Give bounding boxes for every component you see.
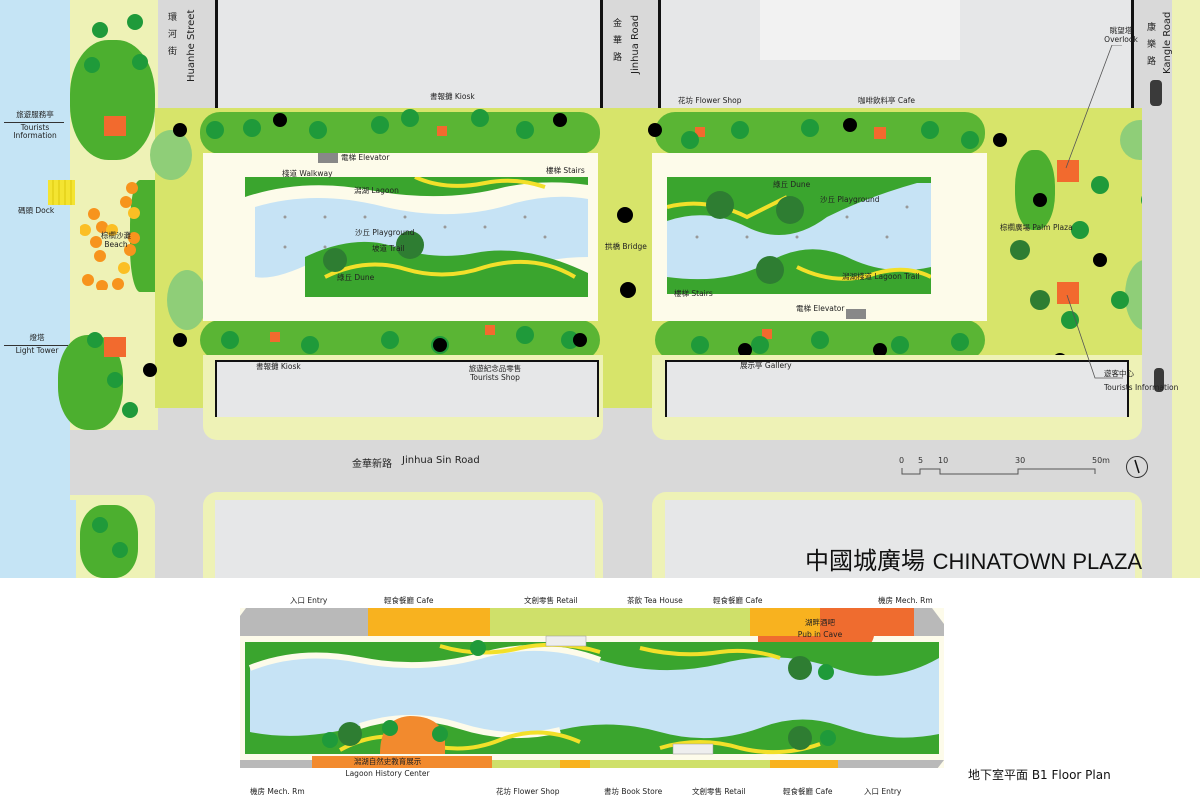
label-dock: 碼頭 Dock <box>18 206 55 215</box>
label-kiosk-north: 書報攤 Kiosk <box>430 92 475 101</box>
overlook-leader-line <box>1064 45 1124 170</box>
tree-strip-south-west <box>200 320 600 360</box>
b1-top-label: 文創零售 Retail <box>524 596 578 605</box>
label-elevator-east: 電梯 Elevator <box>796 304 845 313</box>
road-label-huanhe-en: Huanhe Street <box>186 9 197 82</box>
label-stairs-west: 樓梯 Stairs <box>546 166 585 175</box>
b1-bottom-label: 花坊 Flower Shop <box>496 787 560 796</box>
scale-tick-50: 50m <box>1092 456 1110 465</box>
label-bridge: 拱橋 Bridge <box>605 242 647 251</box>
label-gallery: 展示亭 Gallery <box>740 361 792 370</box>
river <box>0 0 70 578</box>
label-dune-west: 綠丘 Dune <box>337 273 375 282</box>
road-label-jinhua: 金華路 <box>613 19 623 63</box>
scale-bar: 0 5 10 30 50m <box>898 455 1113 485</box>
b1-top-label: 茶飲 Tea House <box>627 596 683 605</box>
road-label-kangle: 康樂路 <box>1147 23 1157 67</box>
label-stairs-east: 樓梯 Stairs <box>674 289 713 298</box>
tourists-shop-roof <box>485 325 495 335</box>
label-lagoon: 潟湖 Lagoon <box>354 186 399 195</box>
north-arrow-icon <box>1126 456 1148 478</box>
park-light-lawn-2 <box>167 270 207 330</box>
building-lower-east <box>665 500 1135 578</box>
scale-tick-30: 30 <box>1015 456 1025 465</box>
label-lagoon-history-center[interactable]: 潟湖自然史教育展示 Lagoon History Center <box>345 757 430 778</box>
park-lawn-north <box>70 40 155 160</box>
riverside-south-water <box>0 500 76 578</box>
label-trail-west: 坡道 Trail <box>372 244 405 253</box>
building-north-west <box>215 0 603 113</box>
car-icon <box>1154 368 1164 392</box>
building-south-east <box>665 360 1129 417</box>
label-dune-east: 綠丘 Dune <box>773 180 811 189</box>
tree-strip-south-east <box>655 320 985 360</box>
label-cafe-north: 咖啡飲料亭 Cafe <box>858 96 915 105</box>
b1-top-label: 輕食餐廳 Cafe <box>384 596 434 605</box>
visitor-center-leader-line <box>1065 295 1125 385</box>
label-beach: 棕櫚沙灘 Beach <box>101 231 131 249</box>
light-tower-roof <box>104 337 126 357</box>
b1-bottom-label: 輕食餐廳 Cafe <box>783 787 833 796</box>
site-plan: 環河街 Huanhe Street 金華路 Jinhua Road 康樂路 Ka… <box>0 0 1200 578</box>
building-lower-west <box>215 500 595 578</box>
road-label-jinhua-sin-en: Jinhua Sin Road <box>402 455 480 466</box>
label-tourists-shop: 旅遊紀念品零售 Tourists Shop <box>468 364 522 382</box>
road-label-jinhua-sin: 金華新路 <box>352 459 392 470</box>
scale-tick-5: 5 <box>918 456 923 465</box>
b1-top-label: 輕食餐廳 Cafe <box>713 596 763 605</box>
palm-plaza-lawn <box>1015 150 1055 230</box>
label-lagoon-trail: 潟湖棧道 Lagoon Trail <box>842 272 920 281</box>
label-playground-east: 沙丘 Playground <box>820 195 880 204</box>
park-light-lawn <box>150 130 192 180</box>
label-palm-plaza: 棕櫚廣場 Palm Plaza <box>1000 223 1073 232</box>
label-visitor-center: 遊客中心 Tourists Information <box>1104 369 1179 392</box>
tree-strip-north-west <box>200 112 600 154</box>
b1-top-label: 機房 Mech. Rm <box>878 596 933 605</box>
b1-top-label: 入口 Entry <box>290 596 328 605</box>
road-label-kangle-en: Kangle Road <box>1162 11 1173 74</box>
gallery-roof <box>762 329 772 339</box>
building-south-west <box>215 360 599 417</box>
b1-bottom-label: 文創零售 Retail <box>692 787 746 796</box>
label-walkway: 棧道 Walkway <box>282 169 333 178</box>
elevator-east <box>846 309 866 319</box>
label-flower-shop: 花坊 Flower Shop <box>678 96 742 105</box>
b1-bottom-label: 機房 Mech. Rm <box>250 787 305 796</box>
tourists-info-kiosk-roof <box>104 116 126 136</box>
flower-shop-roof <box>695 127 705 137</box>
b1-bottom-label: 入口 Entry <box>864 787 902 796</box>
label-light-tower: 燈塔 Light Tower <box>4 333 68 355</box>
overlook-roof <box>1057 160 1079 182</box>
cafe-north-roof <box>874 127 886 139</box>
kangle-sidewalk <box>1172 0 1200 578</box>
park-lawn-southmost <box>80 505 138 578</box>
car-icon <box>1150 80 1162 106</box>
scale-tick-0: 0 <box>899 456 904 465</box>
b1-floor-plan: 入口 Entry 輕食餐廳 Cafe 文創零售 Retail 茶飲 Tea Ho… <box>0 578 1200 800</box>
label-kiosk-south: 書報攤 Kiosk <box>256 362 301 371</box>
kiosk-south-roof <box>270 332 280 342</box>
elevator-west <box>318 153 338 163</box>
bridge-strip <box>600 108 650 408</box>
b1-plan-body <box>240 608 944 768</box>
b1-bottom-label: 書坊 Book Store <box>604 787 663 796</box>
road-label-jinhua-en: Jinhua Road <box>630 14 641 74</box>
beach-umbrellas <box>80 180 140 290</box>
label-tourists-info-west: 旅遊服務亭 Tourists Information <box>4 110 64 141</box>
label-playground-west: 沙丘 Playground <box>355 228 415 237</box>
road-label-huanhe: 環河街 <box>168 13 178 57</box>
visitor-center-roof <box>1057 282 1079 304</box>
kiosk-north-roof <box>437 126 447 136</box>
scale-tick-10: 10 <box>938 456 948 465</box>
label-pub-in-cave[interactable]: 湖畔酒吧 Pub in Cave <box>797 618 843 639</box>
lagoon-west[interactable] <box>245 177 588 297</box>
label-elevator-west: 電梯 Elevator <box>341 153 390 162</box>
label-overlook: 眺望塔 Overlook <box>1104 26 1138 44</box>
b1-plan-title: 地下室平面 B1 Floor Plan <box>968 768 1111 782</box>
building-north-east-light <box>760 0 960 60</box>
page-title: 中國城廣場 CHINATOWN PLAZA <box>805 547 1143 575</box>
